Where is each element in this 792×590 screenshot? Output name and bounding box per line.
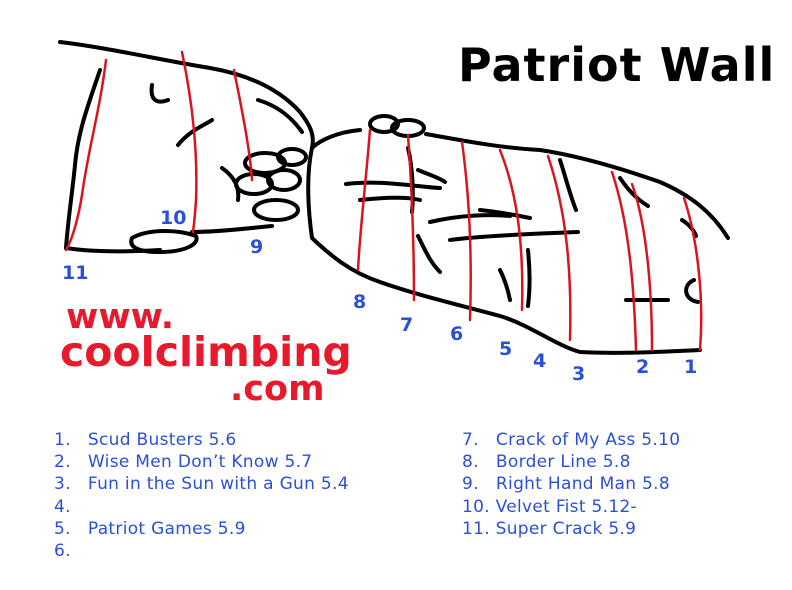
site-url-line-3: .com xyxy=(230,369,325,409)
legend-item: 8. Border Line 5.8 xyxy=(462,452,631,473)
route-number-10: 10 xyxy=(160,207,187,229)
route-line-2 xyxy=(630,182,654,352)
route-line-8 xyxy=(356,128,372,272)
legend-item: 7. Crack of My Ass 5.10 xyxy=(462,430,681,450)
route-line-4 xyxy=(546,154,572,342)
legend-item: 9. Right Hand Man 5.8 xyxy=(462,474,670,495)
route-number-7: 7 xyxy=(400,314,414,336)
legend-item: 6. xyxy=(54,540,71,561)
route-lines xyxy=(64,50,703,352)
route-number-5: 5 xyxy=(499,338,513,360)
route-line-3 xyxy=(610,170,638,352)
route-number-9: 9 xyxy=(250,236,264,258)
legend-item: 3. Fun in the Sun with a Gun 5.4 xyxy=(54,474,349,495)
legend-item: 5. Patriot Games 5.9 xyxy=(54,518,246,539)
route-number-3: 3 xyxy=(572,363,586,385)
route-line-1 xyxy=(682,196,703,352)
route-line-9 xyxy=(232,68,254,182)
route-line-10 xyxy=(180,50,198,234)
legend-item: 11. Super Crack 5.9 xyxy=(462,518,637,539)
route-number-1: 1 xyxy=(684,356,698,378)
legend-item: 2. Wise Men Don’t Know 5.7 xyxy=(54,452,313,473)
site-url-line-2: coolclimbing xyxy=(60,328,352,376)
route-number-6: 6 xyxy=(450,323,464,345)
route-number-8: 8 xyxy=(353,291,367,313)
legend-item: 1. Scud Busters 5.6 xyxy=(54,430,237,450)
route-number-4: 4 xyxy=(533,350,547,372)
route-legend-left: 1. Scud Busters 5.6 2. Wise Men Don’t Kn… xyxy=(54,429,349,562)
legend-item: 4. xyxy=(54,496,71,517)
route-number-2: 2 xyxy=(636,356,650,378)
legend-item: 10. Velvet Fist 5.12- xyxy=(462,496,637,517)
route-line-5 xyxy=(498,148,524,312)
route-line-6 xyxy=(460,140,472,322)
route-legend-right: 7. Crack of My Ass 5.10 8. Border Line 5… xyxy=(462,429,680,540)
route-number-11: 11 xyxy=(62,262,89,284)
page-title: Patriot Wall xyxy=(458,38,776,92)
rock-outline xyxy=(58,40,730,355)
route-line-11 xyxy=(64,58,108,252)
route-line-7 xyxy=(406,133,416,302)
site-url-line-1: www. xyxy=(66,297,175,337)
